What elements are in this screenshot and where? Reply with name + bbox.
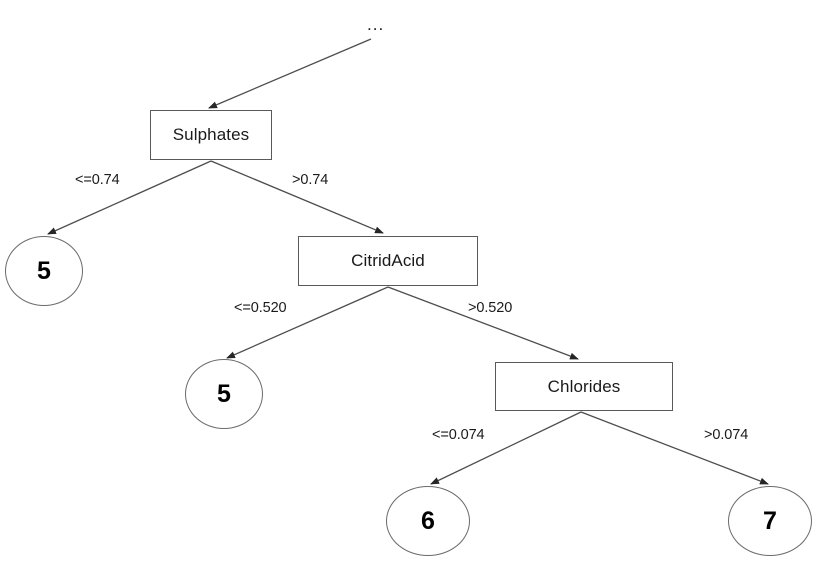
edge-label-chlorides-right: >0.074 xyxy=(704,427,749,443)
leaf-node-5-left-label: 5 xyxy=(37,256,51,285)
edge-label-sulphates-right: >0.74 xyxy=(292,172,329,188)
edge-label-citridacid-right: >0.520 xyxy=(468,300,513,316)
leaf-node-7[interactable]: 7 xyxy=(728,486,812,556)
edge-label-sulphates-left: <=0.74 xyxy=(75,172,120,188)
edge-root-to-sulphates xyxy=(208,38,372,109)
edge-sulphates-to-leaf5left xyxy=(47,160,212,235)
edge-label-chlorides-left: <=0.074 xyxy=(432,427,485,443)
leaf-node-7-label: 7 xyxy=(763,506,777,535)
node-chlorides-label: Chlorides xyxy=(547,376,621,396)
leaf-node-5-middle-label: 5 xyxy=(217,379,231,408)
node-sulphates-label: Sulphates xyxy=(172,125,250,144)
node-citridacid[interactable]: CitridAcid xyxy=(298,236,478,286)
edge-label-citridacid-left: <=0.520 xyxy=(234,300,287,316)
node-citridacid-label: CitridAcid xyxy=(351,251,425,270)
edge-citridacid-to-chlorides xyxy=(387,286,579,360)
node-chlorides[interactable]: Chlorides xyxy=(495,362,673,411)
leaf-node-5-left[interactable]: 5 xyxy=(5,236,83,306)
edge-chlorides-to-leaf7 xyxy=(580,411,769,485)
leaf-node-6-label: 6 xyxy=(421,506,435,535)
node-sulphates[interactable]: Sulphates xyxy=(150,110,272,160)
edge-citridacid-to-leaf5middle xyxy=(226,286,389,359)
leaf-node-5-middle[interactable]: 5 xyxy=(185,359,263,429)
root-ellipsis-label: ... xyxy=(367,15,385,34)
leaf-node-6[interactable]: 6 xyxy=(386,486,470,556)
edge-chlorides-to-leaf6 xyxy=(430,411,582,485)
edge-sulphates-to-citridacid xyxy=(210,160,384,234)
